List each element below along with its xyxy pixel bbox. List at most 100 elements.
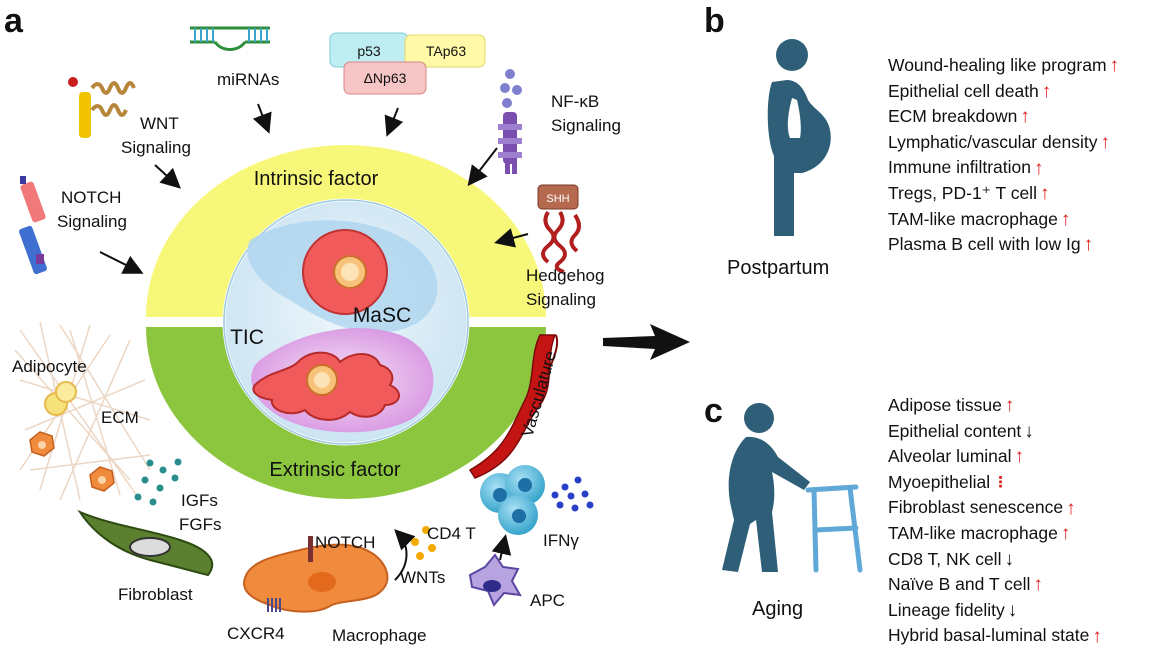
list-item: Wound-healing like program↑ [888,53,1119,79]
up-arrow-icon: ↑ [1014,446,1025,468]
nfkb-label-line1: NF-κB [551,92,600,111]
list-item-text: Lineage fidelity [888,599,1005,620]
wnt-label-line2: Signaling [121,138,191,157]
list-item-text: Myoepithelial [888,471,991,492]
up-arrow-icon: ↑ [1041,80,1052,102]
up-arrow-icon: ↑ [1060,208,1071,230]
list-item-text: Naïve B and T cell [888,574,1031,595]
fgfs-label: FGFs [179,515,222,534]
intrinsic-factor-label: Intrinsic factor [254,168,379,190]
dnp63-box [343,61,427,95]
list-item-text: TAM-like macrophage [888,208,1058,229]
hedgehog-label-line1: Hedgehog [526,266,605,285]
notch-signaling-label-line2: Signaling [57,212,127,231]
up-arrow-icon: ↑ [1066,497,1076,519]
growth-factor-dots [134,458,182,506]
p53-label: p53 [357,43,381,59]
hedgehog-label-line2: Signaling [526,290,596,309]
vasculature [468,334,557,479]
list-item-text: Hybrid basal-luminal state [888,625,1090,646]
list-item: TAM-like macrophage↑ [888,207,1119,233]
masc-label: MaSC [353,304,411,327]
list-item: Epithelial cell death↑ [888,79,1119,105]
up-arrow-icon: ↑ [1033,574,1043,596]
apc-cell [468,553,522,607]
panel-label-a: a [4,2,23,40]
wnt-label-line1: WNT [140,114,179,133]
down-arrow-icon: ↓ [1024,420,1034,442]
mirnas-label: miRNAs [217,70,280,89]
list-item: Adipose tissue↑ [888,393,1102,419]
tap63-label: TAp63 [426,43,466,59]
nfkb-label-line2: Signaling [551,116,621,135]
up-arrow-icon: ↑ [1039,183,1050,205]
up-arrow-icon: ↑ [1004,395,1015,417]
up-arrow-icon: ↑ [1092,625,1102,647]
cd4t-label: CD4 T [427,524,476,543]
list-item-text: Tregs, PD-1⁺ T cell [888,182,1037,203]
hedgehog-receptor-icon [537,184,581,274]
list-item-text: Immune infiltration [888,157,1031,178]
list-item: CD8 T, NK cell↓ [888,547,1102,573]
extrinsic-factor-label: Extrinsic factor [269,459,400,481]
up-arrow-icon: ↑ [1060,523,1071,545]
pregnant-figure-icon [767,39,831,236]
list-item: Tregs, PD-1⁺ T cell ↑ [888,181,1119,207]
list-item-text: Wound-healing like program [888,55,1107,75]
list-item: Epithelial content↓ [888,419,1102,445]
wnt-receptor-icon [68,77,136,138]
transition-arrow [603,324,690,360]
aging-title: Aging [752,598,804,620]
list-item: Lymphatic/vascular density↑ [888,130,1119,156]
cxcr4-label: CXCR4 [227,624,285,643]
up-arrow-icon: ↑ [1100,132,1110,154]
ifng-label: IFNγ [543,531,579,550]
list-item-text: Fibroblast senescence [888,497,1064,518]
igfs-label: IGFs [181,491,218,510]
panel-label-c: c [704,392,723,430]
shh-label: SHH [546,193,569,205]
list-item-text: Plasma B cell with low Ig [888,234,1081,255]
down-arrow-icon: ↓ [1004,548,1014,570]
up-arrow-icon: ↑ [1020,106,1030,128]
notch-label: NOTCH [315,533,376,552]
mirna-icon [190,26,270,51]
up-arrow-icon: ↑ [1083,234,1094,256]
list-item: Immune infiltration↑ [888,155,1119,181]
notch-signaling-label-line1: NOTCH [61,188,122,207]
list-item-text: ECM breakdown [888,106,1018,127]
up-arrow-icon: ↑ [1109,55,1120,77]
list-item: TAM-like macrophage↑ [888,521,1102,547]
list-item-text: Adipose tissue [888,395,1002,415]
macrophage-label: Macrophage [332,626,427,645]
elderly-walker-icon [722,403,863,573]
list-item-text: Alveolar luminal [888,446,1012,467]
list-item: Fibroblast senescence↑ [888,495,1102,521]
apc-label: APC [530,591,565,610]
list-item-text: Epithelial content [888,420,1022,441]
panel-a-diagram: Intrinsic factor Extrinsic factor MaSC T… [14,26,690,613]
list-item: ECM breakdown↑ [888,104,1119,130]
ecm-label: ECM [101,408,139,427]
aging-changes-list: Adipose tissue↑Epithelial content↓Alveol… [888,393,1102,649]
postpartum-changes-list: Wound-healing like program↑Epithelial ce… [888,53,1119,258]
notch-receptor-icon [19,176,47,275]
dnp63-label: ΔNp63 [364,70,407,86]
nfkb-receptor-icon [498,69,522,174]
up-arrow-icon: ↑ [1033,157,1044,179]
uncertain-arrow-icon: ⋮ [993,474,1009,492]
list-item-text: CD8 T, NK cell [888,548,1002,569]
wnts-label: WNTs [400,568,446,587]
fibroblast-label: Fibroblast [118,585,193,604]
tic-label: TIC [230,326,264,349]
list-item: Naïve B and T cell↑ [888,572,1102,598]
list-item: Plasma B cell with low Ig↑ [888,232,1119,258]
down-arrow-icon: ↓ [1007,600,1018,622]
adipocyte-label: Adipocyte [12,357,87,376]
list-item-text: TAM-like macrophage [888,522,1058,543]
list-item: Alveolar luminal↑ [888,444,1102,470]
list-item-text: Lymphatic/vascular density [888,131,1098,152]
list-item: Lineage fidelity↓ [888,598,1102,624]
postpartum-title: Postpartum [727,257,830,279]
list-item: Myoepithelial⋮ [888,470,1102,496]
